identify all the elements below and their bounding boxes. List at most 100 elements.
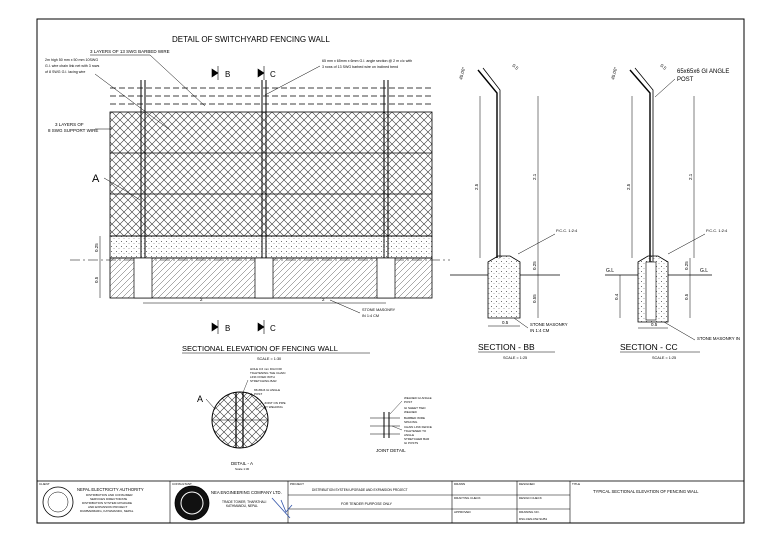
bb-stone-note-2: IN 1:4 CM (530, 328, 550, 333)
consultant-line-2: KATHMANDU, NEPAL (226, 504, 258, 508)
cc-gl-left: G.L (606, 268, 614, 274)
project-label: PROJECT (290, 482, 304, 486)
section-mark-c-bottom: C (270, 324, 276, 333)
support-wire-label-1: 3 LAYERS OF (55, 122, 84, 127)
bb-dim-025: 0.25 (532, 261, 537, 270)
bb-dim-05: 0.5 (511, 63, 519, 71)
joint-note-11: GI POSTS (404, 441, 418, 445)
support-wire-label-2: 8 SWG SUPPORT WIRE (48, 128, 98, 133)
cc-scale: SCALE = 1:25 (652, 356, 676, 360)
elevation-title: SECTIONAL ELEVATION OF FENCING WALL (182, 344, 338, 353)
section-bb: 45.00° 0.5 2.5 2.1 P.C.C. 1:2:4 0.25 0.5… (450, 63, 578, 360)
detail-a: A HOLE 0.6 mm DIA FOR TIGHTENING THE CHA… (197, 367, 286, 471)
sectional-elevation: DETAIL OF SWITCHYARD FENCING WALL 3 LAYE… (45, 35, 450, 361)
consultant-line-1: TRADE TOWER, THAPATHALI (222, 500, 266, 504)
joint-detail: WELDED GI ANGLE POST GI SHEET TIED WELDE… (370, 396, 432, 453)
client-name: NEPAL ELECTRICITY AUTHORITY (77, 487, 144, 492)
client-line-2: SERVICES DIRECTORATE (90, 497, 127, 501)
detail-a-scale: Scale 1:30 (235, 467, 250, 471)
cc-dim-05: 0.5 (684, 293, 689, 300)
detail-mark-a: A (92, 173, 100, 185)
bb-stone-note-1: STONE MASONRY (530, 322, 568, 327)
bb-angle: 45.00° (458, 66, 466, 80)
consultant-label: CONSULTANT (172, 482, 192, 486)
dim-2-a: 2 (200, 297, 203, 302)
section-mark-b-top: B (225, 70, 230, 79)
nea-logo (42, 486, 74, 518)
client-line-4: AND EXPANSION PROJECT (88, 505, 127, 509)
detail-a-note3-1: JOINT ON PIPE (264, 401, 286, 405)
cc-stone-note: STONE MASONRY IN (697, 336, 740, 341)
drawing-title: DETAIL OF SWITCHYARD FENCING WALL (172, 35, 330, 44)
project-name: DISTRIBUTION SYSTEM UPGRADE AND EXPANSIO… (312, 488, 408, 492)
cc-dim-025: 0.25 (684, 261, 689, 270)
bb-dim-05-base: 0.5 (502, 320, 509, 325)
title-block: CLIENT NEPAL ELECTRICITY AUTHORITY DISTR… (36, 480, 745, 524)
joint-note-7: CHAIN LINK FENCE (404, 425, 432, 429)
chainlink-note-1: 2m high 50 mm x 50 mm 10SWG (45, 58, 98, 62)
stone-masonry-note-1: STONE MASONRY (362, 308, 396, 312)
chainlink-note-2: G.I. wire chain link net with 3 rows (45, 64, 100, 68)
consultant-logo (174, 485, 210, 521)
detail-a-note-1: HOLE 0.6 mm DIA FOR (250, 367, 283, 371)
detail-a-note-3: LINK FIXED WITH (250, 375, 275, 379)
client-line-1: DISTRIBUTION AND CONSUMER (86, 493, 133, 497)
joint-note-10: STRETCHER BAR (404, 437, 430, 441)
stone-masonry-note-2: IN 1:4 CM (362, 314, 379, 318)
bb-pcc: P.C.C. 1:2:4 (556, 228, 578, 233)
drawing-no-label: DRAWING NO. (519, 510, 540, 514)
approved-label: APPROVED (454, 510, 472, 514)
detail-a-note3-2: BY WELDING (264, 405, 283, 409)
chainlink-note-3: of 8 SWG G.I. lacing wire (45, 70, 85, 74)
section-mark-b-bottom: B (225, 324, 230, 333)
bb-title: SECTION - BB (478, 342, 535, 352)
dim-025: 0.25 (94, 243, 99, 252)
cc-dim-21: 2.1 (688, 173, 693, 180)
cc-angle: 45.00° (610, 66, 618, 80)
drawing-no: DSU-FEN-DW-SUB1 (519, 517, 547, 521)
joint-detail-title: JOINT DETAIL (376, 448, 406, 453)
detail-a-note-2: TIGHTENING THE CHAIN (250, 371, 285, 375)
cc-pcc: P.C.C. 1:2:4 (706, 228, 728, 233)
detail-a-note2-2: POST (254, 392, 262, 396)
design-check-label: DESIGN CHECK (519, 496, 542, 500)
bb-scale: SCALE = 1:25 (503, 356, 527, 360)
designed-label: DESIGNED (519, 482, 536, 486)
joint-note-4: WELDED (404, 410, 418, 414)
cc-dim-05-base: 0.5 (651, 322, 658, 327)
cc-dim-04: 0.4 (614, 293, 619, 300)
angle-note-1: 65 mm x 65mm x 6mm G.I. angle section @ … (322, 59, 412, 63)
cc-dim-05: 0.5 (659, 63, 667, 71)
cc-angle-post-1: 65x65x6 GI ANGLE (677, 69, 729, 75)
bb-dim-25: 2.5 (474, 183, 479, 190)
drafting-check-label: DRAFTING CHECK (454, 496, 481, 500)
cc-angle-post-2: POST (677, 77, 694, 83)
bb-dim-055: 0.55 (532, 294, 537, 303)
detail-a-notes: HOLE 0.6 mm DIA FOR TIGHTENING THE CHAIN… (250, 367, 286, 409)
joint-note-8: TIGHTENED TO (404, 429, 427, 433)
barbed-wire-label: 3 LAYERS OF 13 SWG BARBED WIRE (90, 49, 170, 54)
dim-2-b: 2 (322, 297, 325, 302)
cc-gl-right: G.L (700, 268, 708, 274)
client-line-3: DISTRIBUTION SYSTEM UPGRADE (82, 501, 132, 505)
tender-purpose: FOR TENDER PURPOSE ONLY (341, 502, 393, 506)
joint-notes: WELDED GI ANGLE POST GI SHEET TIED WELDE… (404, 396, 432, 445)
consultant-name: NEA ENGINEERING COMPANY LTD. (211, 490, 282, 495)
joint-note-6: SPACING (404, 420, 418, 424)
drawn-label: DRAWN (454, 482, 465, 486)
elevation-scale: SCALE = 1:30 (257, 357, 281, 361)
angle-note-2: 3 rows of 13 SWG barbed wire on inclined… (322, 65, 398, 69)
detail-a-note2-1: 65x65x6 GI ANGLE (254, 388, 280, 392)
detail-a-title: DETAIL - A (231, 461, 253, 466)
joint-note-5: BARBED WIRE (404, 416, 425, 420)
title-label: TITLE (572, 482, 580, 486)
joint-note-9: ANGLE (404, 433, 414, 437)
section-mark-c-top: C (270, 70, 276, 79)
joint-note-1: WELDED GI ANGLE (404, 396, 432, 400)
cc-dim-25: 2.5 (626, 183, 631, 190)
sheet-title: TYPICAL SECTIONAL ELEVATION OF FENCING W… (593, 489, 699, 494)
cc-title: SECTION - CC (620, 342, 678, 352)
detail-a-mark: A (197, 394, 203, 404)
dim-05: 0.5 (94, 276, 99, 283)
